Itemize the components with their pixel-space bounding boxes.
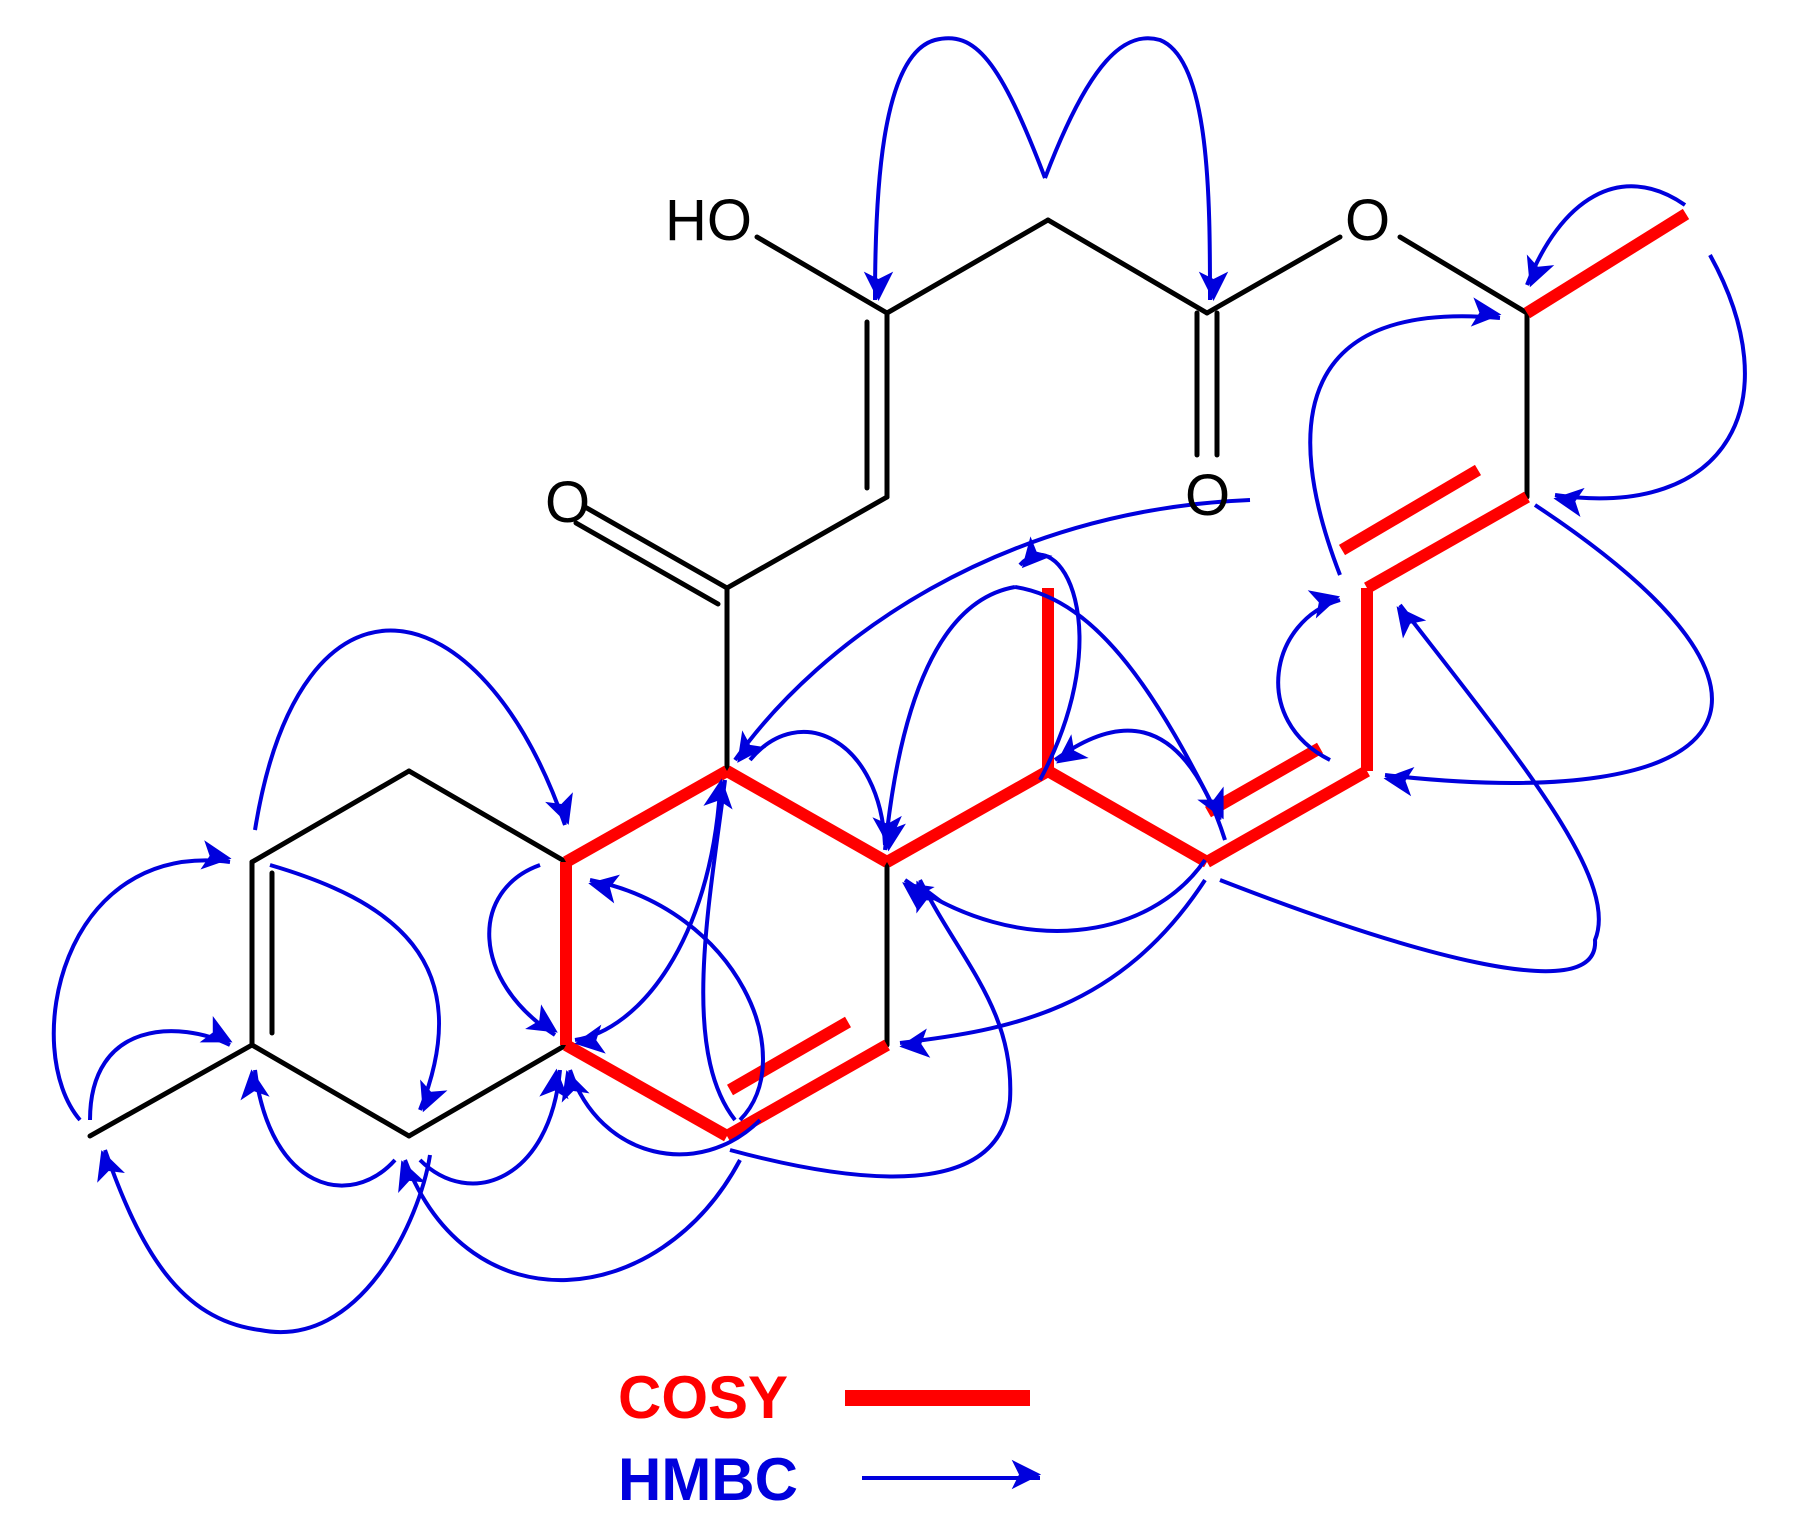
legend: COSY HMBC bbox=[618, 1364, 1042, 1513]
skeletal-bonds bbox=[87, 217, 1530, 1139]
legend-hmbc-label: HMBC bbox=[618, 1446, 798, 1513]
cosy-bonds bbox=[560, 208, 1690, 1142]
ester-oxygen-label: O bbox=[1345, 188, 1390, 253]
carbonyl-oxygen-label: O bbox=[1185, 463, 1230, 528]
ketone-oxygen-label: O bbox=[545, 470, 590, 535]
hydroxyl-label: HO bbox=[665, 188, 752, 253]
hmbc-arrows bbox=[51, 36, 1747, 1334]
legend-cosy-label: COSY bbox=[618, 1364, 788, 1431]
